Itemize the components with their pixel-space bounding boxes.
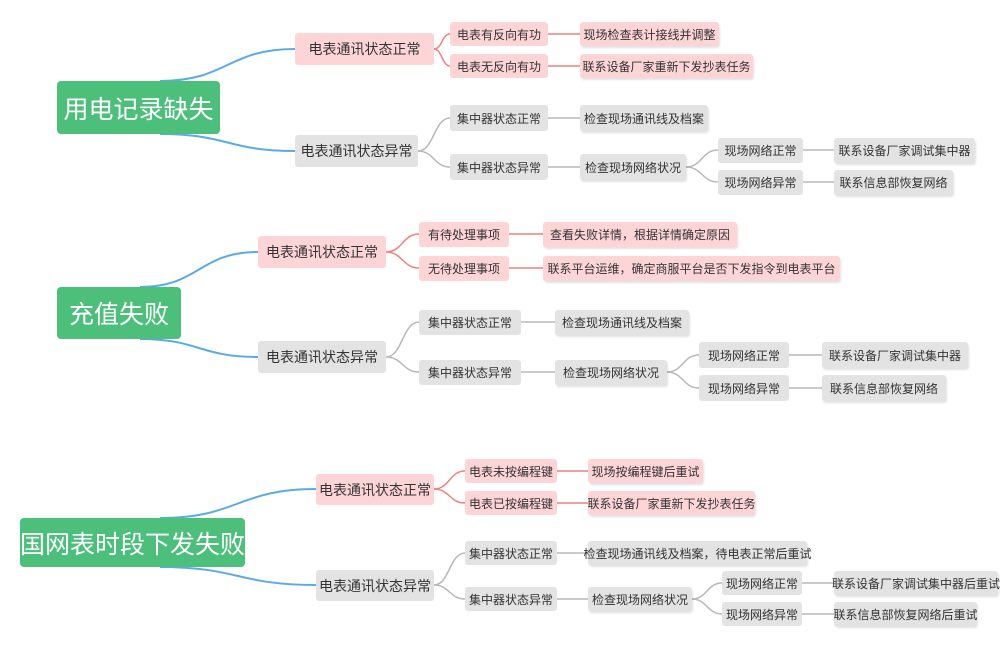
node-network-abnormal: 现场网络异常 — [699, 375, 789, 401]
connector-line — [433, 470, 466, 490]
connector-line — [159, 566, 317, 586]
node-pending-items: 有待处理事项 — [419, 222, 509, 247]
connector-line — [433, 488, 466, 504]
node-concentrator-abnormal: 集中器状态异常 — [419, 360, 521, 385]
connector-line — [666, 371, 700, 389]
action-check-network: 检查现场网络状况 — [555, 360, 667, 385]
connector-line — [159, 48, 296, 82]
action-contact-vendor-debug-concentrator-retry: 联系设备厂家调试集中器后重试 — [832, 571, 1000, 595]
action-contact-vendor-reissue-task: 联系设备厂家重新下发抄表任务 — [588, 491, 756, 515]
connector-line — [417, 150, 451, 168]
connector-line — [385, 233, 420, 253]
node-no-pending-items: 无待处理事项 — [419, 256, 509, 281]
action-check-comm-line-archive: 检查现场通讯线及档案 — [580, 105, 708, 131]
connector-line — [691, 582, 723, 600]
node-network-normal: 现场网络正常 — [718, 138, 803, 163]
connector-line — [159, 488, 317, 519]
connector-line — [685, 166, 719, 183]
node-concentrator-abnormal: 集中器状态异常 — [450, 154, 548, 180]
branch-meter-comm-normal: 电表通讯状态正常 — [258, 236, 386, 268]
connector-line — [433, 584, 466, 600]
root-node-time-period-issue-failed: 国网表时段下发失败 — [20, 518, 245, 567]
connector-line — [417, 117, 451, 152]
action-check-meter-wiring: 现场检查表计接线并调整 — [580, 22, 719, 46]
action-view-failure-details: 查看失败详情，根据详情确定原因 — [543, 222, 737, 247]
node-meter-has-reverse-power: 电表有反向有功 — [450, 22, 548, 46]
connector-line — [385, 356, 420, 373]
node-network-normal: 现场网络正常 — [699, 342, 789, 368]
node-meter-pressed-program-key: 电表已按编程键 — [465, 491, 557, 515]
node-concentrator-abnormal: 集中器状态异常 — [465, 587, 557, 611]
action-check-comm-line-archive: 检查现场通讯线及档案 — [555, 310, 689, 335]
connector-line — [139, 338, 259, 358]
connector-line — [685, 149, 719, 168]
connector-line — [691, 598, 723, 615]
action-contact-it-restore-network: 联系信息部恢复网络 — [822, 375, 946, 401]
connector-line — [385, 321, 420, 358]
node-concentrator-normal: 集中器状态正常 — [419, 310, 521, 335]
connector-line — [433, 33, 451, 50]
action-check-network: 检查现场网络状况 — [580, 154, 686, 180]
node-concentrator-normal: 集中器状态正常 — [450, 105, 548, 131]
connector-line — [666, 354, 700, 373]
action-contact-platform-ops: 联系平台运维，确定商服平台是否下发指令到电表平台 — [543, 256, 840, 281]
connector-line — [385, 251, 420, 269]
branch-meter-comm-normal: 电表通讯状态正常 — [295, 33, 434, 65]
branch-meter-comm-abnormal: 电表通讯状态异常 — [295, 135, 418, 167]
node-network-abnormal: 现场网络异常 — [718, 170, 803, 195]
action-contact-it-restore-network-retry: 联系信息部恢复网络后重试 — [834, 602, 978, 626]
connector-line — [433, 48, 451, 67]
connector-line — [159, 133, 296, 152]
branch-meter-comm-abnormal: 电表通讯状态异常 — [316, 570, 434, 601]
node-network-abnormal: 现场网络异常 — [722, 602, 802, 626]
connector-line — [139, 251, 259, 288]
node-network-normal: 现场网络正常 — [722, 571, 802, 595]
action-press-program-key-retry: 现场按编程键后重试 — [588, 459, 703, 483]
node-meter-not-pressed-program-key: 电表未按编程键 — [465, 459, 557, 483]
action-contact-vendor-reissue-task: 联系设备厂家重新下发抄表任务 — [580, 54, 753, 78]
branch-meter-comm-abnormal: 电表通讯状态异常 — [258, 341, 386, 373]
action-check-comm-line-archive-retry: 检查现场通讯线及档案，待电表正常后重试 — [584, 541, 812, 565]
action-check-network: 检查现场网络状况 — [588, 587, 692, 611]
action-contact-it-restore-network: 联系信息部恢复网络 — [834, 170, 953, 195]
node-concentrator-normal: 集中器状态正常 — [465, 541, 557, 565]
action-contact-vendor-debug-concentrator: 联系设备厂家调试集中器 — [822, 342, 968, 368]
connector-line — [433, 552, 466, 586]
node-meter-no-reverse-power: 电表无反向有功 — [450, 54, 548, 78]
action-contact-vendor-debug-concentrator: 联系设备厂家调试集中器 — [834, 138, 975, 163]
root-node-missing-usage-record: 用电记录缺失 — [57, 81, 220, 134]
branch-meter-comm-normal: 电表通讯状态正常 — [316, 474, 434, 505]
root-node-recharge-failed: 充值失败 — [57, 287, 181, 339]
